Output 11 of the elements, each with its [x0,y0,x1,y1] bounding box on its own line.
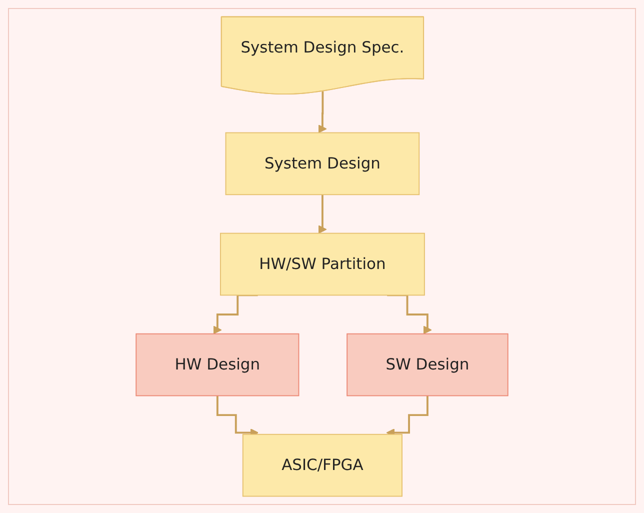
arrow [387,294,432,334]
arrow [386,394,428,437]
node-box: ASIC/FPGA [242,434,402,497]
node-box: HW Design [136,333,300,396]
node-box: HW/SW Partition [220,232,425,296]
arrow [318,90,327,134]
arrow [216,394,259,437]
arrow [213,294,258,334]
arrow [318,194,327,234]
node-box: SW Design [346,333,508,396]
node-box: System Design [225,132,420,196]
